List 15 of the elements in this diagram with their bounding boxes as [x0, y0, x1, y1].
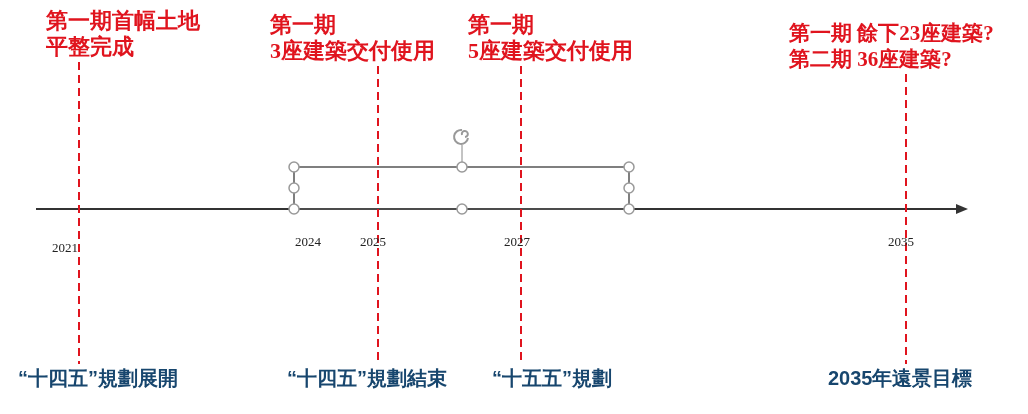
dashed-leader-line: [905, 73, 907, 365]
period-label: “十五五”規劃: [492, 366, 612, 390]
period-label: “十四五”規劃結束: [287, 366, 447, 390]
period-label: “十四五”規劃展開: [18, 366, 178, 390]
dashed-leader-line: [78, 61, 80, 365]
milestone-text: 第一期 餘下23座建築? 第二期 36座建築?: [789, 20, 1004, 72]
year-label: 2027: [504, 234, 530, 250]
year-label: 2035: [888, 234, 914, 250]
milestone-text: 第一期首幅土地平整完成: [46, 8, 206, 60]
milestone-text: 第一期 3座建築交付使用: [270, 12, 445, 64]
milestone-text: 第一期 5座建築交付使用: [468, 12, 643, 64]
year-label: 2021: [52, 240, 78, 256]
period-label: 2035年遠景目標: [828, 366, 973, 390]
year-label: 2025: [360, 234, 386, 250]
year-label: 2024: [295, 234, 321, 250]
